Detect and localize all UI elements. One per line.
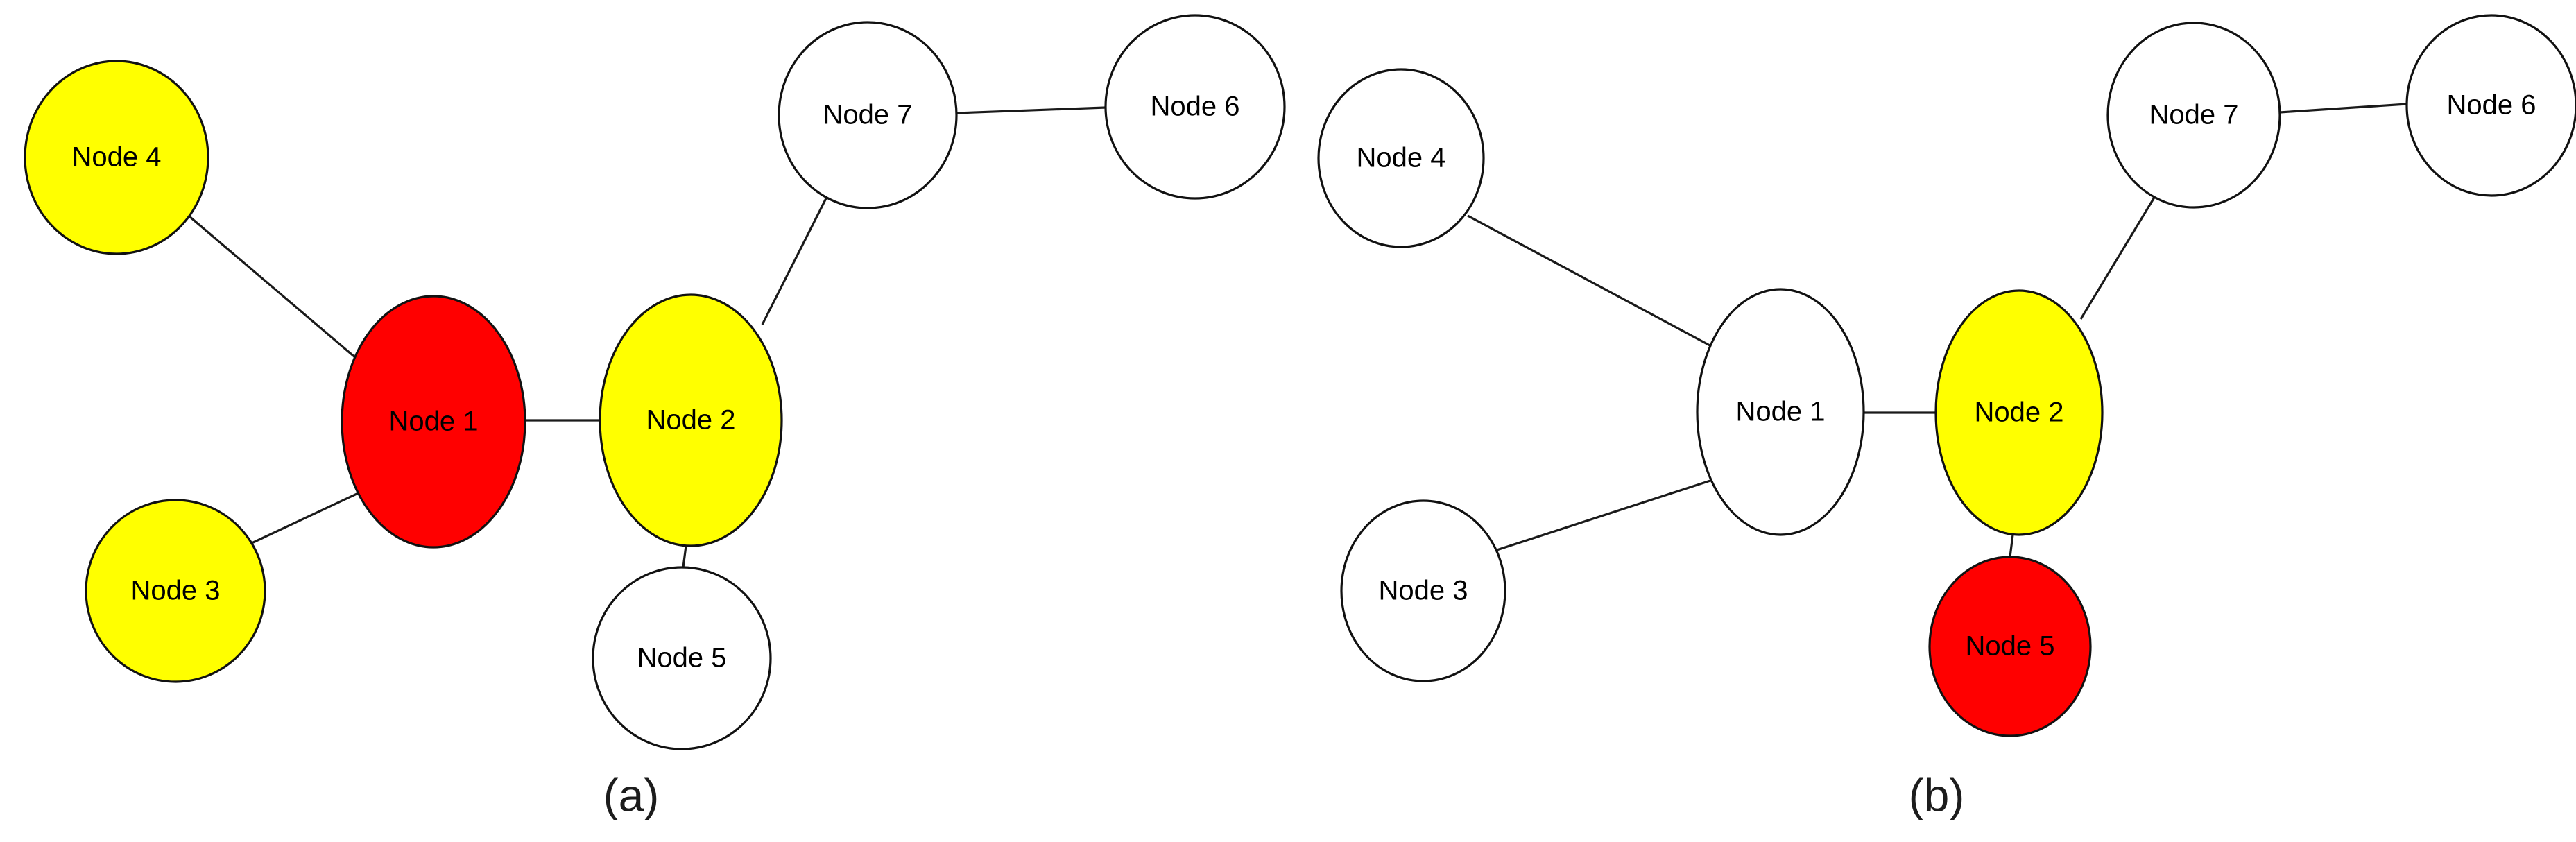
node-shape-n3[interactable]: [1340, 499, 1506, 682]
node-shape-n2[interactable]: [1934, 289, 2104, 536]
node-shape-n2[interactable]: [599, 293, 783, 547]
node-label-n7: Node 7: [2149, 100, 2239, 130]
node-n4[interactable]: Node 4: [1317, 68, 1485, 248]
panel-b: Node 4 Node 1 Node 3 Node 2 Node 5 Node 7 Node…: [1317, 14, 2576, 820]
node-label-n1: Node 1: [1736, 397, 1826, 427]
node-n4[interactable]: Node 4: [24, 60, 209, 255]
edge-n7-n6: [2279, 103, 2407, 114]
edge-n7-n6: [956, 106, 1106, 114]
edge-n2-n5: [682, 545, 687, 568]
node-shape-n4[interactable]: [1317, 68, 1485, 248]
node-label-n3: Node 3: [1379, 576, 1468, 606]
node-shape-n4[interactable]: [24, 60, 209, 255]
node-n3[interactable]: Node 3: [85, 499, 266, 683]
node-n6[interactable]: Node 6: [1104, 14, 1286, 200]
node-label-n2: Node 2: [646, 405, 736, 436]
edge-n4-n1: [1467, 214, 1712, 347]
node-label-n7: Node 7: [823, 100, 913, 130]
node-shape-n5[interactable]: [1928, 556, 2092, 737]
node-n1[interactable]: Node 1: [341, 295, 526, 549]
node-shape-n6[interactable]: [1104, 14, 1286, 200]
panel-caption-panel-a: (a): [603, 769, 660, 820]
node-label-n5: Node 5: [1966, 631, 2055, 662]
node-label-n1: Node 1: [389, 406, 479, 437]
node-shape-n6[interactable]: [2405, 14, 2576, 197]
panel-a: Node 4 Node 1 Node 3 Node 2 Node 5 Node 7 Node…: [24, 14, 1286, 820]
node-shape-n5[interactable]: [592, 566, 772, 750]
node-n2[interactable]: Node 2: [599, 293, 783, 547]
panel-caption-panel-b: (b): [1909, 769, 1965, 820]
node-n2[interactable]: Node 2: [1934, 289, 2104, 536]
edge-n2-n7: [761, 196, 828, 325]
node-shape-n1[interactable]: [341, 295, 526, 549]
node-shape-n7[interactable]: [2106, 22, 2281, 209]
panel-b-nodes: Node 4 Node 1 Node 3 Node 2 Node 5 Node 7 Node…: [1317, 14, 2576, 737]
node-label-n4: Node 4: [72, 142, 162, 173]
node-label-n6: Node 6: [1151, 92, 1240, 122]
node-n7[interactable]: Node 7: [778, 21, 958, 209]
node-n7[interactable]: Node 7: [2106, 22, 2281, 209]
node-n5[interactable]: Node 5: [592, 566, 772, 750]
panel-a-nodes: Node 4 Node 1 Node 3 Node 2 Node 5 Node 7 Node…: [24, 14, 1286, 750]
node-n3[interactable]: Node 3: [1340, 499, 1506, 682]
node-shape-n3[interactable]: [85, 499, 266, 683]
node-label-n6: Node 6: [2447, 90, 2536, 121]
node-shape-n7[interactable]: [778, 21, 958, 209]
edge-n4-n1: [188, 215, 362, 363]
edge-n1-n3: [1492, 477, 1717, 553]
edge-n2-n7: [2079, 196, 2156, 320]
node-label-n3: Node 3: [131, 576, 221, 606]
node-n1[interactable]: Node 1: [1696, 288, 1865, 536]
node-label-n5: Node 5: [637, 643, 727, 673]
edge-n2-n5: [2009, 534, 2014, 558]
node-label-n4: Node 4: [1357, 143, 1446, 173]
node-shape-n1[interactable]: [1696, 288, 1865, 536]
node-n6[interactable]: Node 6: [2405, 14, 2576, 197]
edge-n1-n3: [241, 489, 365, 549]
panel-b-edges: [1467, 103, 2407, 558]
node-n5[interactable]: Node 5: [1928, 556, 2092, 737]
node-label-n2: Node 2: [1975, 397, 2064, 428]
panel-a-edges: [188, 106, 1106, 568]
